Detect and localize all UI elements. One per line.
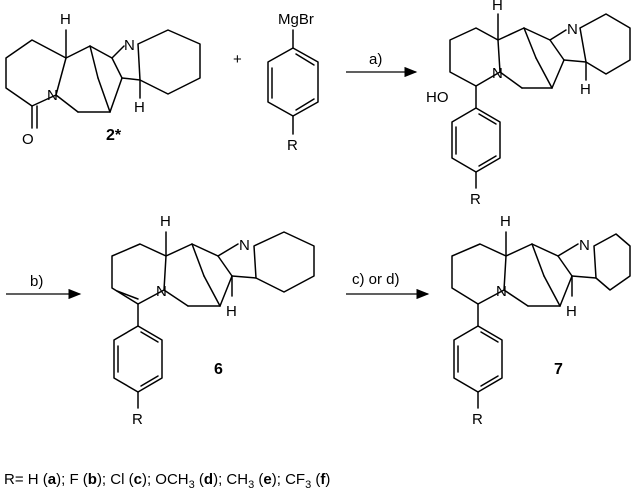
step-cd-label: c) or d)	[352, 271, 400, 288]
compound-2-structure	[5, 29, 201, 129]
atom-n-label: N	[124, 37, 135, 54]
compound-7-label: 7	[554, 361, 563, 378]
r-group-label: R	[287, 137, 298, 154]
atom-h-label: H	[580, 81, 591, 98]
plus-sign: +	[233, 51, 242, 68]
r-group-label: R	[470, 191, 481, 208]
compound-2-label: 2*	[106, 127, 122, 144]
r-group-label: R	[472, 411, 483, 428]
atom-o-label: O	[22, 131, 34, 148]
atom-h-label: H	[134, 99, 145, 116]
atom-h-label: H	[500, 213, 511, 230]
grignard-structure	[267, 29, 319, 135]
step-b-label: b)	[30, 273, 43, 290]
mgbr-label: MgBr	[278, 11, 314, 28]
atom-h-label: H	[492, 0, 503, 14]
step-a-label: a)	[369, 51, 382, 68]
atom-n-label: N	[239, 237, 250, 254]
atom-h-label: H	[566, 303, 577, 320]
atom-n-label: N	[47, 87, 58, 104]
atom-n-label: N	[496, 283, 507, 300]
hydroxyl-label: HO	[426, 89, 449, 106]
alcohol-structure	[449, 13, 631, 189]
substituent-footnote: R= H (a); F (b); Cl (c); OCH3 (d); CH3 (…	[4, 471, 330, 491]
compound-6-structure	[111, 231, 315, 409]
atom-h-label: H	[226, 303, 237, 320]
atom-h-label: H	[60, 11, 71, 28]
compound-6-label: 6	[214, 361, 223, 378]
atom-n-label: N	[567, 21, 578, 38]
compound-7-structure	[451, 231, 631, 409]
atom-n-label: N	[579, 237, 590, 254]
r-group-label: R	[132, 411, 143, 428]
atom-n-label: N	[156, 283, 167, 300]
atom-h-label: H	[160, 213, 171, 230]
atom-n-label: N	[492, 65, 503, 82]
